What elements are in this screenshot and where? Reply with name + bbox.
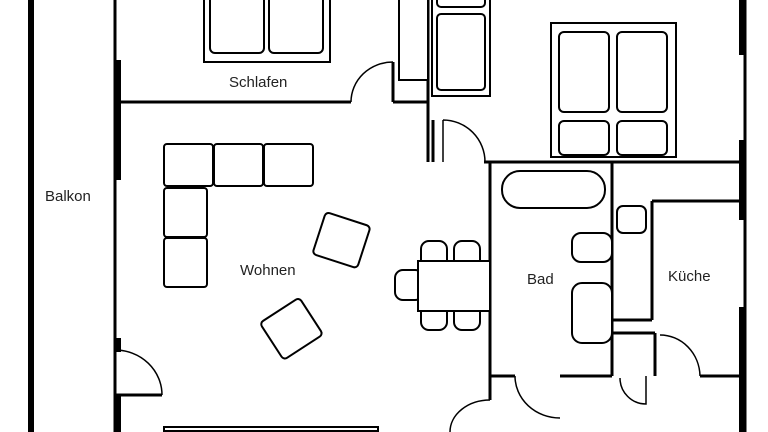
bed-schlafen [203,0,331,63]
armchair [260,298,323,360]
door-schlafen [350,61,394,103]
door-entry [449,399,491,432]
room-label-kueche: Küche [668,268,711,285]
door-bad [514,375,561,419]
bathtub [501,170,606,209]
door-bedroom2 [442,119,486,163]
wardrobe [398,0,429,81]
door-kueche [659,334,701,377]
dining-table [394,240,491,331]
bed-double [550,22,677,158]
armchair [312,212,371,269]
room-label-schlafen: Schlafen [229,74,287,91]
room-label-balkon: Balkon [45,188,91,205]
door-closet [619,376,647,405]
toilet [571,232,613,263]
sideboard [163,426,379,432]
sofa [163,143,314,288]
sink [571,282,613,344]
doors [114,61,701,432]
room-label-wohnen: Wohnen [240,262,296,279]
stove [616,205,647,234]
door-balkon [114,349,163,396]
bed-single [431,0,491,97]
kitchen-counter [612,199,745,322]
room-label-bad: Bad [527,271,554,288]
